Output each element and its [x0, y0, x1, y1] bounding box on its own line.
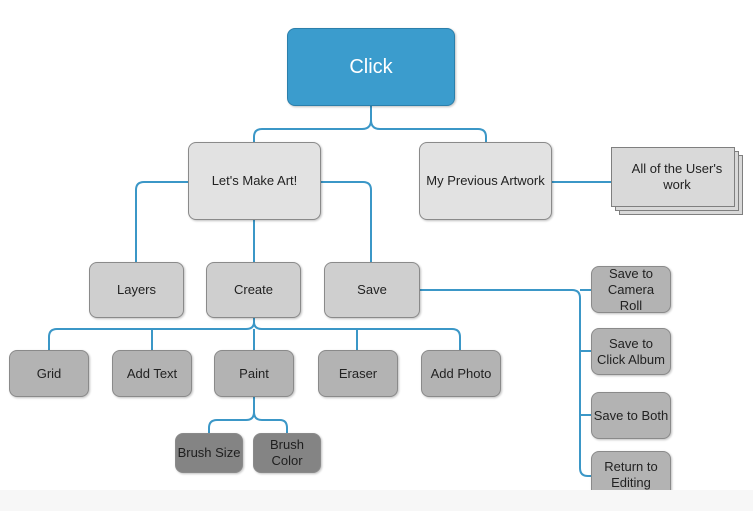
- node-brush-size[interactable]: Brush Size: [175, 433, 243, 473]
- connector-root-previous: [370, 119, 487, 142]
- node-save[interactable]: Save: [324, 262, 420, 318]
- stack-sheet-front: [611, 147, 735, 207]
- stack-label: All of the User's work: [631, 161, 723, 192]
- connector-paint-color: [253, 411, 288, 433]
- connector-create-right: [253, 321, 461, 350]
- node-brush-color[interactable]: Brush Color: [253, 433, 321, 473]
- connector-makeart-save: [320, 181, 372, 262]
- node-eraser[interactable]: Eraser: [318, 350, 398, 397]
- bottom-strip: [0, 490, 753, 511]
- root-node-click[interactable]: Click: [287, 28, 455, 106]
- node-paint[interactable]: Paint: [214, 350, 294, 397]
- connector-root-branches: [253, 106, 372, 142]
- node-return-to-editing[interactable]: Return to Editing: [591, 451, 671, 498]
- node-layers[interactable]: Layers: [89, 262, 184, 318]
- node-add-text[interactable]: Add Text: [112, 350, 192, 397]
- node-create[interactable]: Create: [206, 262, 301, 318]
- node-my-previous-artwork[interactable]: My Previous Artwork: [419, 142, 552, 220]
- node-grid[interactable]: Grid: [9, 350, 89, 397]
- node-add-photo[interactable]: Add Photo: [421, 350, 501, 397]
- connector-makeart-layers: [135, 181, 188, 262]
- node-save-to-camera-roll[interactable]: Save to Camera Roll: [591, 266, 671, 313]
- connector-save-options: [420, 289, 591, 477]
- node-save-to-both[interactable]: Save to Both: [591, 392, 671, 439]
- node-save-to-click-album[interactable]: Save to Click Album: [591, 328, 671, 375]
- node-lets-make-art[interactable]: Let's Make Art!: [188, 142, 321, 220]
- connector-paint-children: [208, 397, 255, 433]
